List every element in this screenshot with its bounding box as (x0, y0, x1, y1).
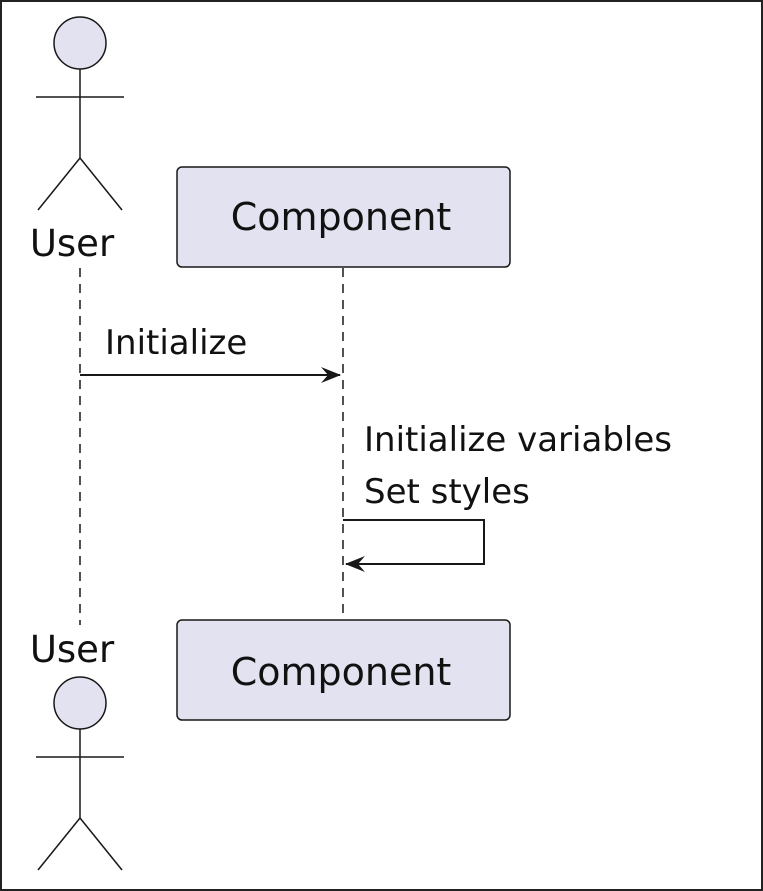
user-actor-bottom (36, 676, 124, 871)
user-label-bottom: User (30, 628, 115, 671)
actor-head (53, 676, 107, 730)
component-box-bottom (176, 619, 511, 721)
user-label-top: User (30, 222, 115, 265)
component-box-top (176, 166, 511, 268)
self-message-line-1: Initialize variables (364, 420, 672, 460)
message-initialize-label: Initialize (105, 323, 247, 363)
component-label-bottom: Component (231, 650, 452, 694)
component-label-top: Component (231, 195, 452, 239)
user-actor-top (36, 16, 124, 211)
self-message-arrow (343, 519, 485, 572)
self-message-line-2: Set styles (364, 472, 530, 512)
actor-head (53, 16, 107, 70)
